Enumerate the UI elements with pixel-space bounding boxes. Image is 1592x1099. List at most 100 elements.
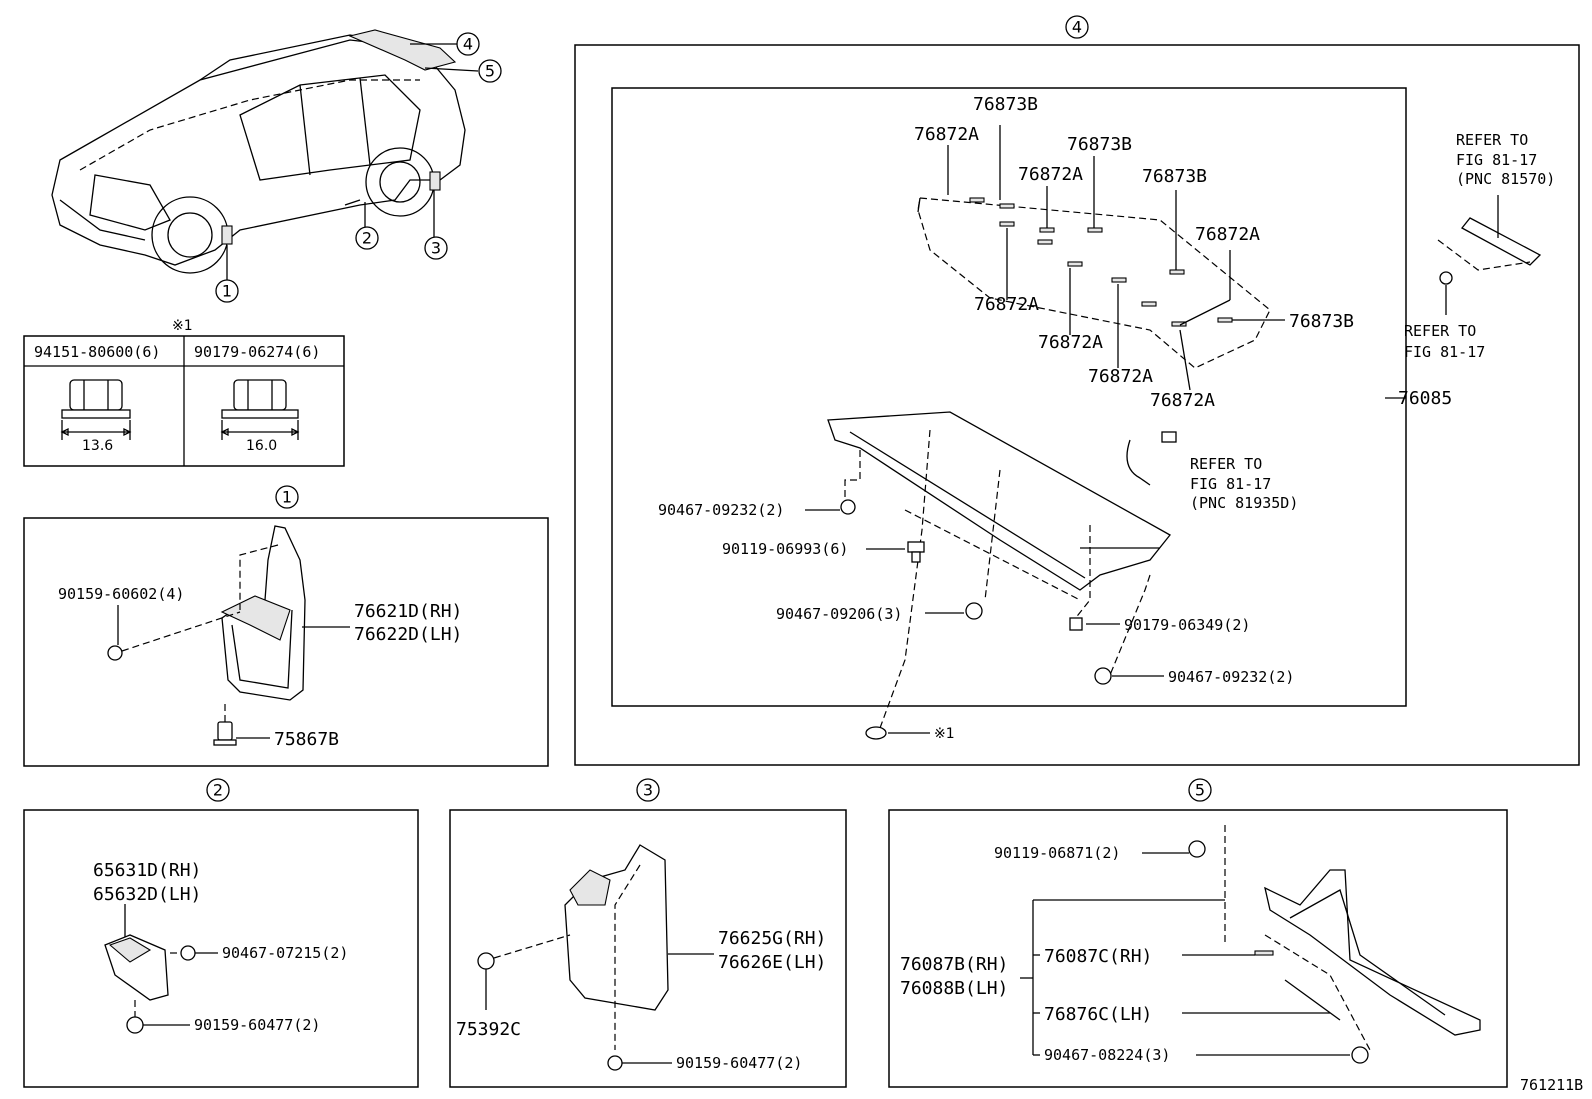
s1-clip-label: 75867B xyxy=(274,729,339,750)
refer-wire-1: REFER TO xyxy=(1190,455,1262,473)
section-3: 3 75392C 76625G(RH) 76626E(LH) 90159-604… xyxy=(449,778,847,1088)
s2-screw-label: 90159-60477(2) xyxy=(194,1016,320,1034)
section-4: 4 76085 xyxy=(574,15,1580,766)
flange-nut-icon xyxy=(220,379,300,440)
vehicle-markers: 1 2 3 4 5 xyxy=(215,32,502,303)
tape-label-6: 76872A xyxy=(1195,224,1260,245)
section-1-marker: 1 xyxy=(282,488,292,507)
marker-4-label: 4 xyxy=(463,35,473,54)
s1-screw-label: 90159-60602(4) xyxy=(58,585,184,603)
tape-label-10: 76872A xyxy=(1088,366,1153,387)
clip-icon xyxy=(170,945,196,961)
nut-part-2: 90179-06274(6) xyxy=(194,343,320,361)
screw-icon xyxy=(126,1000,144,1034)
marker-1-icon xyxy=(215,279,239,303)
nut-icon xyxy=(1069,617,1083,631)
section-5-marker: 5 xyxy=(1195,781,1205,800)
tape-label-2: 76872A xyxy=(914,124,979,145)
marker-4-icon xyxy=(456,32,480,56)
s5-clip-label: 90467-08224(3) xyxy=(1044,1046,1170,1064)
bolt-icon xyxy=(1188,840,1206,858)
side-spoiler-cover-icon xyxy=(1264,869,1481,1036)
s4-note-symbol: ※1 xyxy=(934,726,955,742)
nut-icon xyxy=(865,726,887,740)
clip-icon xyxy=(1094,667,1112,685)
tape-label-4: 76872A xyxy=(1018,164,1083,185)
section-3-marker: 3 xyxy=(643,781,653,800)
tape-panel-icon xyxy=(917,197,1271,369)
s3-screw-label: 75392C xyxy=(456,1019,521,1040)
tape-label-1: 76873B xyxy=(973,94,1038,115)
s3-mudguard-rh: 76625G(RH) xyxy=(718,928,826,949)
marker-5-label: 5 xyxy=(485,62,495,81)
tape-label-5: 76873B xyxy=(1142,166,1207,187)
s5-bolt-label: 90119-06871(2) xyxy=(994,844,1120,862)
refer-top-1: REFER TO xyxy=(1456,131,1528,149)
section-4-marker: 4 xyxy=(1072,18,1082,37)
section-5: 5 90119-06871(2) 76087B(RH) 76088B(LH) 7… xyxy=(888,778,1508,1088)
section-5-marker-icon xyxy=(1188,778,1212,802)
s5-tape-lh: 76876C(LH) xyxy=(1044,1004,1152,1025)
marker-1-label: 1 xyxy=(222,282,232,301)
nut-dim-1: 13.6 xyxy=(82,438,113,454)
section-2-marker-icon xyxy=(206,778,230,802)
nut-table-note: ※1 xyxy=(172,318,193,334)
s2-part-rh: 65631D(RH) xyxy=(93,860,201,881)
s1-mudguard-lh: 76622D(LH) xyxy=(354,624,462,645)
tapes xyxy=(969,197,1233,327)
refer-wire-2: FIG 81-17 xyxy=(1190,475,1271,493)
s3-bottom-screw: 90159-60477(2) xyxy=(676,1054,802,1072)
wire-harness-icon xyxy=(1126,439,1151,486)
s2-clip-label: 90467-07215(2) xyxy=(222,944,348,962)
refer-top-3: (PNC 81570) xyxy=(1456,170,1555,188)
rear-spoiler-icon xyxy=(827,411,1171,591)
tape-label-7: 76872A xyxy=(974,294,1039,315)
s4-nut-label: 90179-06349(2) xyxy=(1124,616,1250,634)
s4-clip-bottom: 90467-09232(2) xyxy=(1168,668,1294,686)
flange-nut-icon xyxy=(60,379,132,440)
clip-icon xyxy=(213,700,237,746)
bolt-icon xyxy=(907,541,925,563)
tape-label-11: 76872A xyxy=(1150,390,1215,411)
bracket-icon xyxy=(1461,217,1542,266)
s1-mudguard-rh: 76621D(RH) xyxy=(354,601,462,622)
nut-table: ※1 94151-80600(6) 90179-06274(6) 13.6 xyxy=(23,318,345,467)
refer-top-2: FIG 81-17 xyxy=(1456,151,1537,169)
s2-part-lh: 65632D(LH) xyxy=(93,884,201,905)
figure-id: 761211B xyxy=(1520,1076,1583,1094)
section-2: 2 65631D(RH) 65632D(LH) 90467-07215(2) 9… xyxy=(23,778,419,1088)
marker-5-icon xyxy=(478,59,502,83)
clip-icon xyxy=(1351,1046,1369,1064)
section-1-marker-icon xyxy=(275,485,299,509)
s3-mudguard-lh: 76626E(LH) xyxy=(718,952,826,973)
section-4-marker-icon xyxy=(1065,15,1089,39)
marker-3-icon xyxy=(424,236,448,260)
s4-clip-mid: 90467-09206(3) xyxy=(776,605,902,623)
tape-label-8: 76873B xyxy=(1289,311,1354,332)
section-2-marker: 2 xyxy=(213,781,223,800)
marker-3-label: 3 xyxy=(431,239,441,258)
marker-2-label: 2 xyxy=(362,229,372,248)
screw-icon xyxy=(477,934,571,970)
refer-wire-3: (PNC 81935D) xyxy=(1190,494,1298,512)
refer-bolt-1: REFER TO xyxy=(1404,322,1476,340)
s5-cover-rh: 76087B(RH) xyxy=(900,954,1008,975)
tape-label-9: 76872A xyxy=(1038,332,1103,353)
clip-icon xyxy=(840,499,856,515)
marker-2-icon xyxy=(355,226,379,250)
s5-cover-lh: 76088B(LH) xyxy=(900,978,1008,999)
s4-clip-top: 90467-09232(2) xyxy=(658,501,784,519)
clip-icon xyxy=(965,602,983,620)
tape-label-3: 76873B xyxy=(1067,134,1132,155)
bolt-icon xyxy=(1439,271,1453,285)
screw-icon xyxy=(607,1055,623,1071)
nut-part-1: 94151-80600(6) xyxy=(34,343,160,361)
s4-spoiler-label: 76085 xyxy=(1398,388,1452,409)
vehicle-illustration xyxy=(51,29,466,274)
s5-tape-rh: 76087C(RH) xyxy=(1044,946,1152,967)
screw-icon xyxy=(107,611,241,661)
nut-dim-2: 16.0 xyxy=(246,438,277,454)
section-3-marker-icon xyxy=(636,778,660,802)
mudguard-rear-icon xyxy=(564,844,669,1011)
